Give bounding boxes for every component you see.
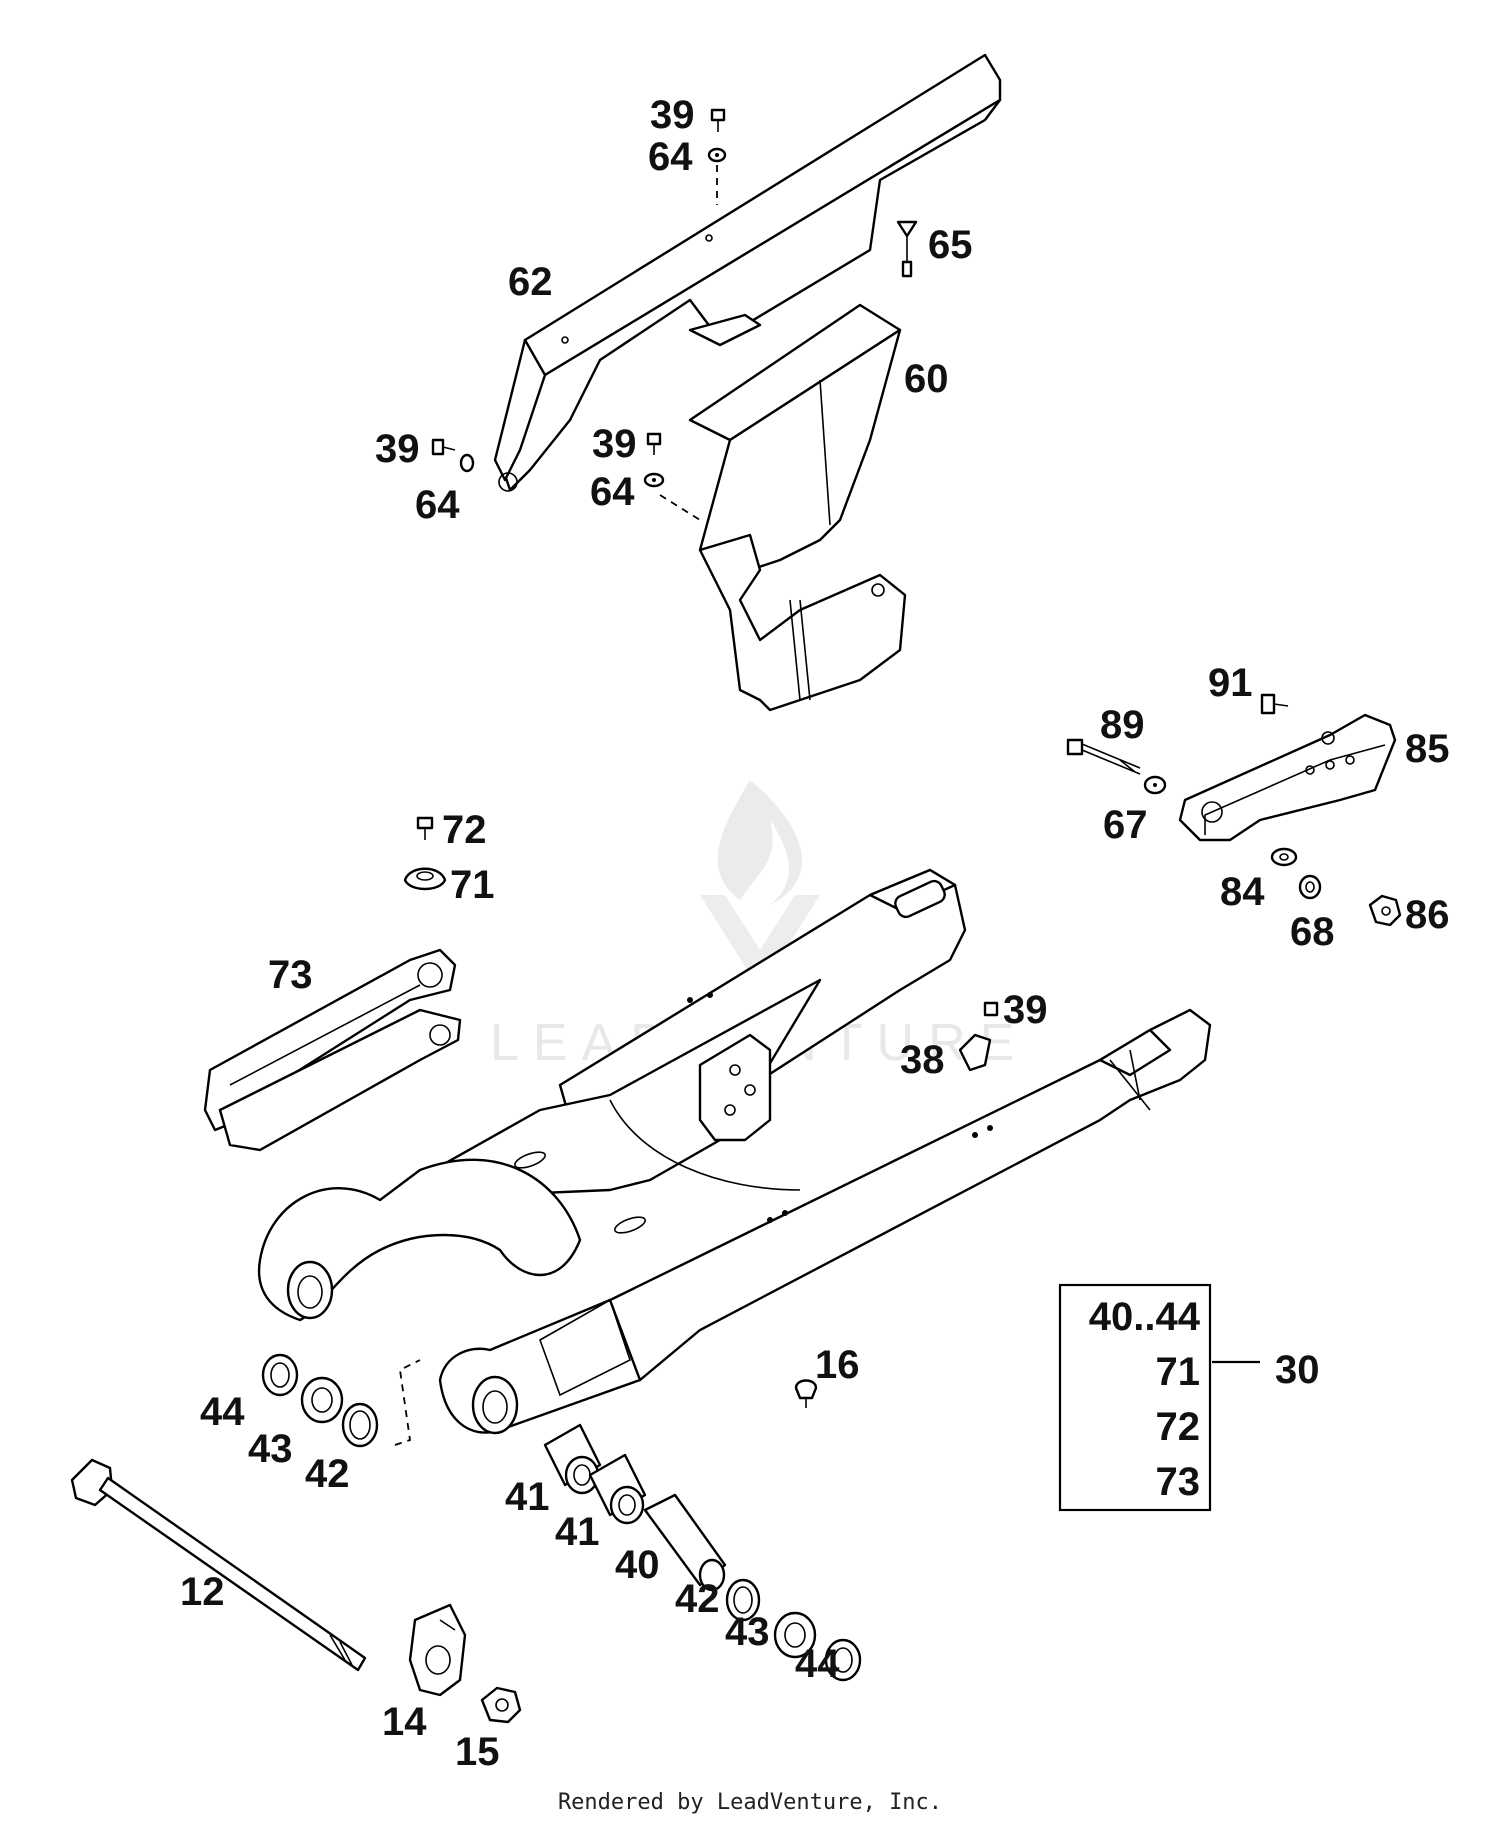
washer-42-right [725,1578,761,1622]
swing-arm-axle-12 [70,1458,367,1672]
chain-adjuster-14 [408,1603,467,1697]
label-71: 71 [450,863,495,907]
label-16: 16 [815,1343,860,1387]
bearing-43-left [300,1376,344,1424]
bearing-43-right [773,1611,817,1659]
label-85: 85 [1405,727,1450,771]
label-64: 64 [415,483,460,527]
label-38: 38 [900,1038,945,1082]
bolt-39-left [431,438,456,456]
nut-86 [1368,894,1402,927]
label-72: 72 [442,808,487,852]
bolt-89 [1066,738,1141,775]
label-68: 68 [1290,910,1335,954]
label-43: 43 [248,1427,293,1471]
chain-guide-38 [958,1033,992,1072]
label-67: 67 [1103,803,1148,847]
label-42: 42 [305,1452,350,1496]
washer-64-mid [643,472,665,488]
seal-44-right [824,1638,862,1682]
label-44: 44 [795,1642,840,1686]
rivet-65 [896,220,918,278]
washer-64-left [459,453,475,473]
kit-box: 40..44 71 72 73 [1058,1283,1260,1512]
washer-42-left [341,1402,379,1448]
label-30: 30 [1275,1348,1320,1392]
label-40: 40 [615,1543,660,1587]
label-14: 14 [382,1700,427,1744]
rubber-71 [403,867,447,891]
label-41: 41 [505,1475,550,1519]
callout-labels: 39 64 65 62 60 39 64 39 64 91 89 85 67 8… [180,93,1450,1774]
label-44: 44 [200,1390,245,1434]
label-65: 65 [928,223,973,267]
bolt-39-top [710,108,726,132]
label-84: 84 [1220,870,1265,914]
seal-44-left [261,1353,299,1397]
swing-arm [257,868,1212,1435]
kit-item-1: 40..44 [1089,1295,1201,1339]
label-86: 86 [1405,893,1450,937]
label-12: 12 [180,1570,225,1614]
label-64: 64 [590,470,635,514]
label-60: 60 [904,357,949,401]
label-42: 42 [675,1577,720,1621]
bearing-41-a [543,1423,602,1495]
sleeve-40 [643,1493,727,1592]
washer-68 [1298,874,1322,900]
label-39: 39 [650,93,695,137]
bolt-72 [416,816,434,840]
bolt-39-swingarm [983,1001,999,1017]
label-39: 39 [375,427,420,471]
footer-credit: Rendered by LeadVenture, Inc. [557,1790,943,1815]
label-39: 39 [592,422,637,466]
label-73: 73 [268,953,313,997]
label-39: 39 [1003,988,1048,1032]
chain-slider-part-85 [1178,713,1397,842]
bolt-39-mid [646,432,662,455]
kit-item-4: 73 [1156,1460,1201,1504]
chain-sliding-guard-part-73 [203,948,462,1152]
chain-guard-part-62 [493,53,1002,492]
washer-84 [1270,847,1298,867]
bearing-41-b [588,1453,647,1525]
kit-item-2: 71 [1156,1350,1201,1394]
label-43: 43 [725,1610,770,1654]
chain-guard-part-60 [688,303,907,712]
label-15: 15 [455,1730,500,1774]
washer-64-top [707,147,727,163]
kit-item-3: 72 [1156,1405,1201,1449]
label-89: 89 [1100,703,1145,747]
label-62: 62 [508,260,553,304]
nut-15 [480,1686,522,1724]
screw-91 [1260,693,1289,715]
plug-16 [794,1379,818,1408]
label-64: 64 [648,135,693,179]
label-91: 91 [1208,661,1253,705]
washer-67 [1143,775,1167,795]
label-41: 41 [555,1510,600,1554]
